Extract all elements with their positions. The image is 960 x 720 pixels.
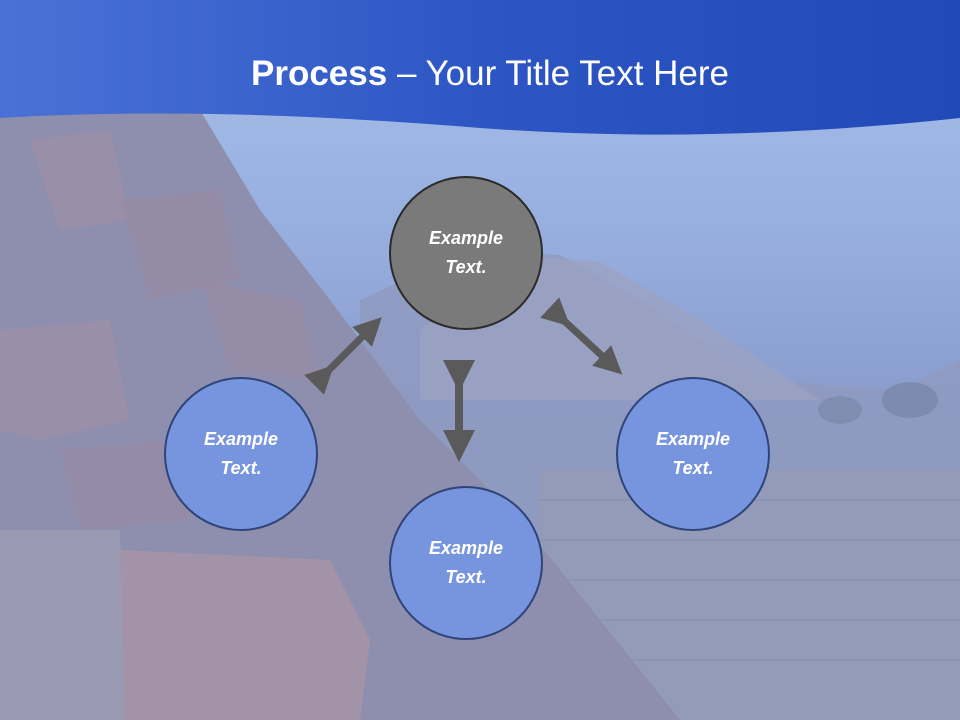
circle-right-line2: Text. [672, 458, 714, 478]
title-bold: Process [251, 54, 388, 93]
arrow-top-left [304, 317, 382, 395]
circle-right-line1: Example [655, 429, 731, 449]
circle-bottom-line2: Text. [445, 567, 487, 587]
circle-top-line2: Text. [445, 257, 487, 277]
circle-left-line2: Text. [220, 458, 262, 478]
circle-top-line1: Example [428, 228, 504, 248]
circle-top: Example Text. [389, 176, 543, 330]
title-rest: – Your Title Text Here [387, 54, 729, 93]
circle-left-line1: Example [203, 429, 279, 449]
header-band [0, 0, 960, 135]
circle-bottom-line1: Example [428, 538, 504, 558]
arrow-top-right [540, 297, 623, 375]
slide-title: Process – Your Title Text Here [0, 50, 960, 98]
circle-bottom: Example Text. [389, 486, 543, 640]
circle-right: Example Text. [616, 377, 770, 531]
circle-left: Example Text. [164, 377, 318, 531]
